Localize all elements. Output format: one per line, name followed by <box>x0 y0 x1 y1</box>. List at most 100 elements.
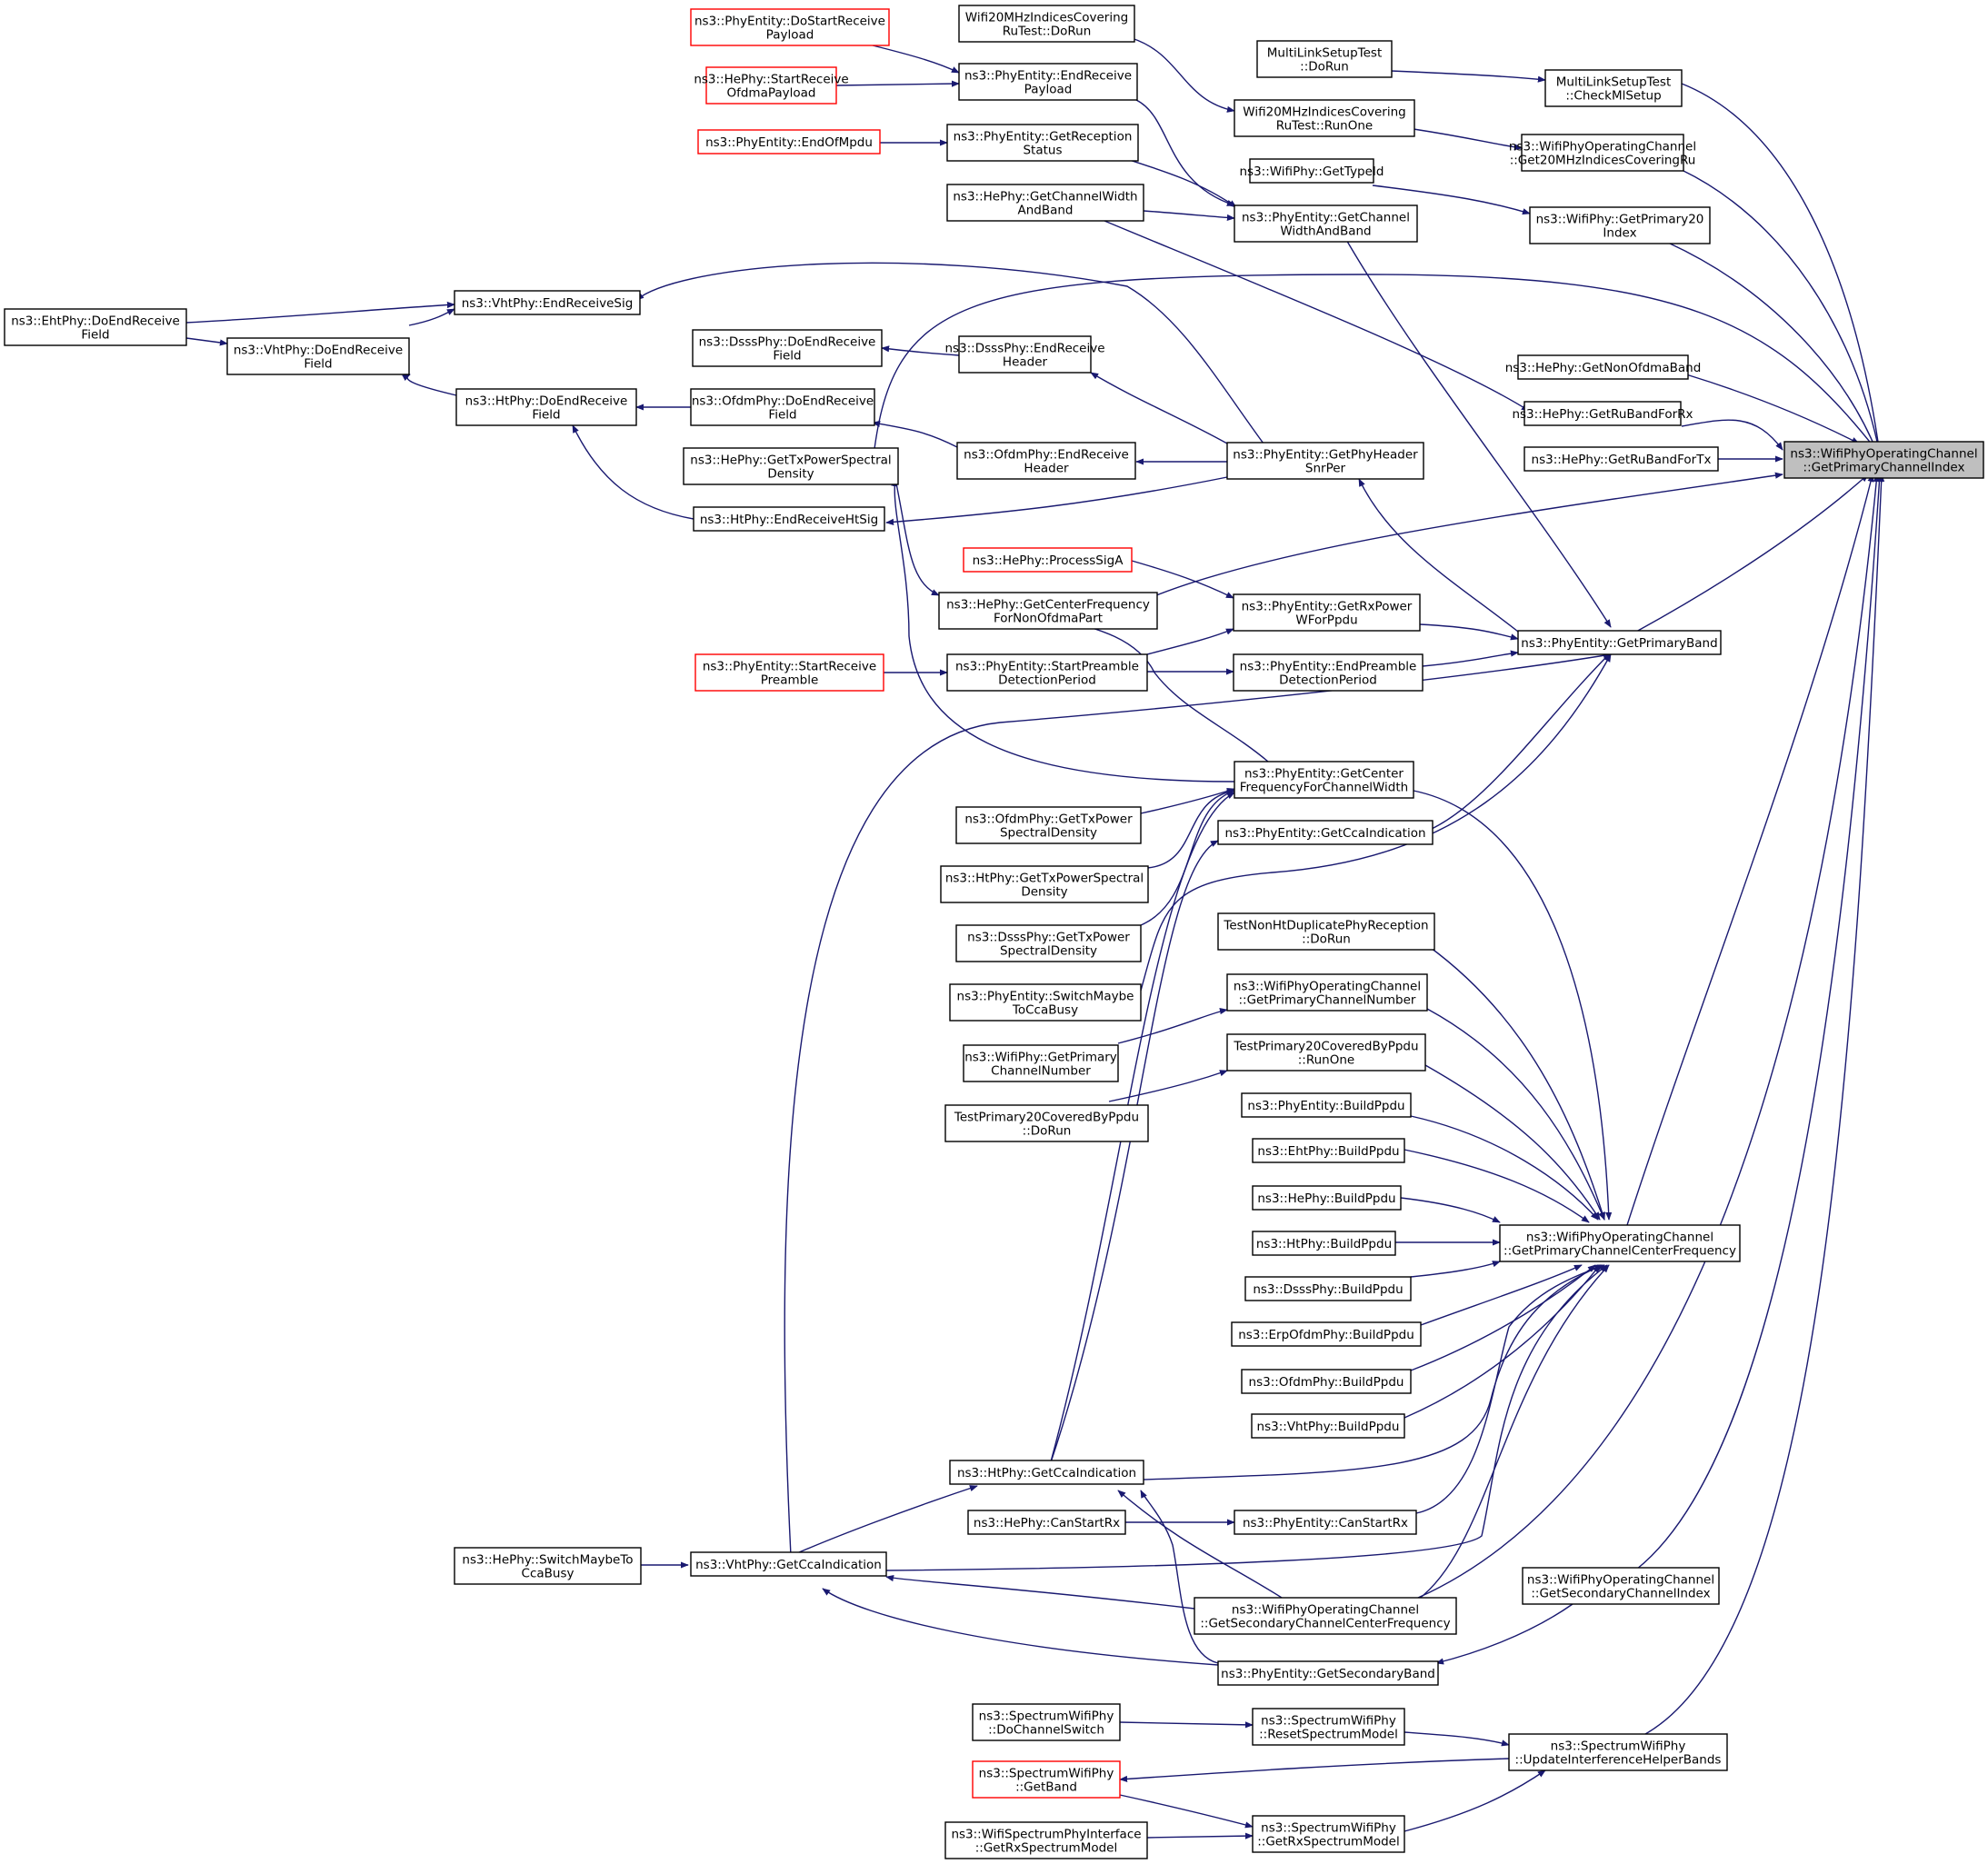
node-gsb[interactable]: ns3::PhyEntity::GetSecondaryBand <box>1217 1660 1439 1686</box>
node-swp-grsm[interactable]: ns3::SpectrumWifiPhy::GetRxSpectrumModel <box>1252 1815 1405 1853</box>
node-box <box>1241 1369 1412 1394</box>
node-epdp[interactable]: ns3::PhyEntity::EndPreambleDetectionPeri… <box>1233 653 1424 692</box>
node-gpccf[interactable]: ns3::WifiPhyOperatingChannel::GetPrimary… <box>1499 1224 1741 1262</box>
node-box <box>1233 653 1424 692</box>
node-label-line: WidthAndBand <box>1280 224 1371 239</box>
node-eom[interactable]: ns3::PhyEntity::EndOfMpdu <box>697 129 881 155</box>
node-ml-do-run[interactable]: MultiLinkSetupTest::DoRun <box>1256 40 1393 78</box>
node-label-line: ns3::WifiPhyOperatingChannel <box>1232 1603 1419 1618</box>
node-pe-build[interactable]: ns3::PhyEntity::BuildPpdu <box>1241 1092 1412 1118</box>
node-gcffcw[interactable]: ns3::PhyEntity::GetCenterFrequencyForCha… <box>1234 761 1414 799</box>
node-label-line: ns3::OfdmPhy::DoEndReceive <box>692 394 874 409</box>
node-wspi-grsm[interactable]: ns3::WifiSpectrumPhyInterface::GetRxSpec… <box>944 1821 1148 1859</box>
node-he-build[interactable]: ns3::HePhy::BuildPpdu <box>1252 1185 1402 1211</box>
node-swp-dcs[interactable]: ns3::SpectrumWifiPhy::DoChannelSwitch <box>972 1703 1121 1741</box>
edge-pecsr-to-gpccf <box>1415 1264 1605 1514</box>
node-label-line: Header <box>1024 462 1069 476</box>
node-non-ofdma-band[interactable]: ns3::HePhy::GetNonOfdmaBand <box>1505 354 1702 380</box>
node-pe-csr[interactable]: ns3::PhyEntity::CanStartRx <box>1234 1510 1417 1535</box>
node-label-line: ::GetRxSpectrumModel <box>975 1841 1117 1856</box>
node-label-line: Wifi20MHzIndicesCovering <box>1243 105 1405 120</box>
node-label-line: ns3::HePhy::ProcessSigA <box>973 553 1124 568</box>
node-psa[interactable]: ns3::HePhy::ProcessSigA <box>963 547 1133 573</box>
node-ht-build[interactable]: ns3::HtPhy::BuildPpdu <box>1252 1231 1396 1256</box>
node-swp-uihb[interactable]: ns3::SpectrumWifiPhy::UpdateInterference… <box>1508 1733 1728 1771</box>
node-spdp[interactable]: ns3::PhyEntity::StartPreambleDetectionPe… <box>946 653 1148 692</box>
node-label-line: ns3::WifiPhyOperatingChannel <box>1527 1573 1714 1588</box>
node-tp20-run-one[interactable]: TestPrimary20CoveredByPpdu::RunOne <box>1226 1033 1426 1072</box>
node-ru-rx[interactable]: ns3::HePhy::GetRuBandForRx <box>1512 401 1693 426</box>
node-ofdm-build[interactable]: ns3::OfdmPhy::BuildPpdu <box>1241 1369 1412 1394</box>
node-dsss-build[interactable]: ns3::DsssPhy::BuildPpdu <box>1244 1276 1412 1301</box>
node-vht-ers[interactable]: ns3::VhtPhy::EndReceiveSig <box>454 290 641 315</box>
node-ht-erhs[interactable]: ns3::HtPhy::EndReceiveHtSig <box>693 506 885 532</box>
node-swp-gb[interactable]: ns3::SpectrumWifiPhy::GetBand <box>972 1760 1121 1799</box>
node-box <box>454 290 641 315</box>
node-gpcn[interactable]: ns3::WifiPhyOperatingChannel::GetPrimary… <box>1226 973 1428 1012</box>
node-target[interactable]: ns3::WifiPhyOperatingChannel::GetPrimary… <box>1783 441 1984 479</box>
node-erp-build[interactable]: ns3::ErpOfdmPhy::BuildPpdu <box>1231 1321 1422 1347</box>
edge-htderf-to-vhtderf <box>402 374 457 396</box>
node-label-line: MultiLinkSetupTest <box>1267 46 1383 61</box>
node-box <box>963 1044 1119 1082</box>
node-type-id[interactable]: ns3::WifiPhy::GetTypeId <box>1239 158 1384 184</box>
node-vht-build[interactable]: ns3::VhtPhy::BuildPpdu <box>1251 1413 1405 1439</box>
edge-getprimary20index-to-getprimarychannelindex <box>1667 242 1879 455</box>
node-box <box>690 8 890 46</box>
node-gsci[interactable]: ns3::WifiPhyOperatingChannel::GetSeconda… <box>1522 1567 1720 1605</box>
node-label-line: ns3::HtPhy::GetCcaIndication <box>957 1466 1136 1480</box>
node-get20[interactable]: ns3::WifiPhyOperatingChannel::Get20MHzIn… <box>1509 134 1696 172</box>
node-tnhdp[interactable]: TestNonHtDuplicatePhyReception::DoRun <box>1217 912 1435 951</box>
node-box <box>956 442 1136 480</box>
node-gci[interactable]: ns3::PhyEntity::GetCcaIndication <box>1217 820 1434 845</box>
edge-getphyheadersnrper-to-vhtendreceivesig <box>635 262 1264 444</box>
node-gcfnop[interactable]: ns3::HePhy::GetCenterFrequencyForNonOfdm… <box>938 592 1158 630</box>
node-label-line: ns3::PhyEntity::GetPrimaryBand <box>1521 636 1717 651</box>
node-label-line: RuTest::DoRun <box>1003 25 1092 39</box>
node-tp20-do-run[interactable]: TestPrimary20CoveredByPpdu::DoRun <box>944 1104 1149 1142</box>
node-label-line: ns3::PhyEntity::EndOfMpdu <box>705 135 873 150</box>
node-ru-tx[interactable]: ns3::HePhy::GetRuBandForTx <box>1523 446 1719 472</box>
node-label-line: ns3::SpectrumWifiPhy <box>979 1767 1114 1781</box>
node-gpb[interactable]: ns3::PhyEntity::GetPrimaryBand <box>1517 630 1722 655</box>
node-vht-gci[interactable]: ns3::VhtPhy::GetCcaIndication <box>690 1551 887 1577</box>
edge-vhtbuild-to-gpccf <box>1404 1264 1601 1419</box>
node-ht-gci[interactable]: ns3::HtPhy::GetCcaIndication <box>949 1460 1144 1485</box>
node-he-csr[interactable]: ns3::HePhy::CanStartRx <box>967 1510 1126 1535</box>
node-label-line: OfdmaPayload <box>726 86 815 101</box>
node-box <box>1241 1092 1412 1118</box>
node-gsccf[interactable]: ns3::WifiPhyOperatingChannel::GetSeconda… <box>1194 1597 1457 1635</box>
node-wpgpcn[interactable]: ns3::WifiPhy::GetPrimaryChannelNumber <box>963 1044 1119 1082</box>
node-swp-rsm[interactable]: ns3::SpectrumWifiPhy::ResetSpectrumModel <box>1252 1708 1405 1746</box>
node-ml-check[interactable]: MultiLinkSetupTest::CheckMlSetup <box>1544 69 1683 107</box>
edge-swprsm-to-swpuihb <box>1404 1731 1510 1747</box>
edge-gsb-to-htgci <box>1140 1490 1219 1664</box>
edge-tnhdp-to-gpccf <box>1426 944 1606 1221</box>
node-eht-build[interactable]: ns3::EhtPhy::BuildPpdu <box>1252 1138 1405 1163</box>
